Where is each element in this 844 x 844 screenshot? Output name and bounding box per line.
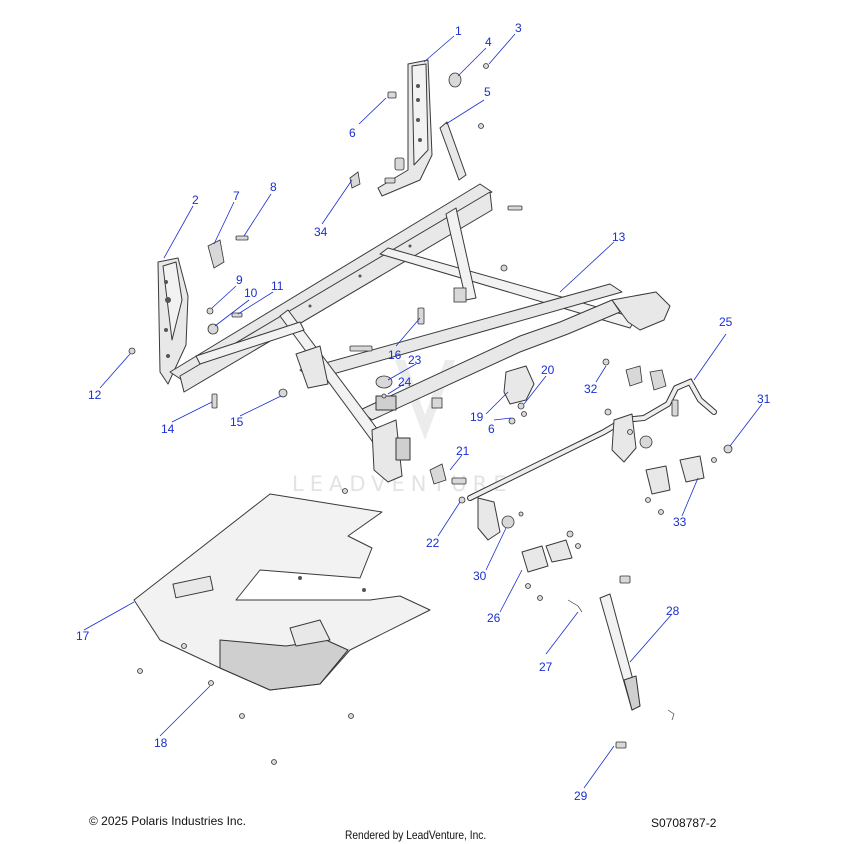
callout-1[interactable]: 1 bbox=[455, 24, 462, 38]
copyright-notice: © 2025 Polaris Industries Inc. bbox=[89, 814, 246, 828]
part-stabilizer-bar-25 bbox=[467, 378, 717, 541]
callout-2[interactable]: 2 bbox=[192, 193, 199, 207]
callout-17[interactable]: 17 bbox=[76, 629, 90, 643]
callout-11[interactable]: 11 bbox=[271, 279, 284, 293]
callout-19[interactable]: 19 bbox=[470, 410, 484, 424]
part-gas-strut-28 bbox=[599, 575, 675, 721]
part-end-link-21-22 bbox=[429, 463, 467, 504]
callout-27[interactable]: 27 bbox=[539, 660, 553, 674]
callout-22[interactable]: 22 bbox=[426, 536, 440, 550]
callout-28[interactable]: 28 bbox=[666, 604, 680, 618]
part-mounts-16-23-24 bbox=[349, 205, 523, 399]
callout-15[interactable]: 15 bbox=[230, 415, 244, 429]
part-mount-block-19 bbox=[503, 365, 535, 425]
part-clip-31 bbox=[723, 444, 733, 454]
part-small-hardware-left bbox=[206, 235, 249, 335]
part-brackets-33 bbox=[645, 455, 717, 515]
part-skid-plate-17 bbox=[133, 493, 431, 691]
callout-4[interactable]: 4 bbox=[485, 35, 492, 49]
callout-20[interactable]: 20 bbox=[541, 363, 555, 377]
part-nut-3 bbox=[483, 63, 489, 69]
part-bolt-29 bbox=[615, 741, 627, 749]
callout-33[interactable]: 33 bbox=[673, 515, 687, 529]
callout-24[interactable]: 24 bbox=[398, 375, 412, 389]
callout-34[interactable]: 34 bbox=[314, 225, 328, 239]
part-pin-27 bbox=[567, 599, 583, 613]
callout-21[interactable]: 21 bbox=[456, 444, 470, 458]
callout-3[interactable]: 3 bbox=[515, 21, 522, 35]
callout-25[interactable]: 25 bbox=[719, 315, 733, 329]
callout-8[interactable]: 8 bbox=[270, 180, 277, 194]
part-link-rod-5 bbox=[439, 121, 484, 181]
callout-12[interactable]: 12 bbox=[88, 388, 102, 402]
callout-29[interactable]: 29 bbox=[574, 789, 588, 803]
part-main-frame-13 bbox=[169, 183, 671, 483]
callout-9[interactable]: 9 bbox=[236, 273, 243, 287]
callout-7[interactable]: 7 bbox=[233, 189, 240, 203]
part-upright-bracket-left bbox=[157, 257, 189, 385]
callout-26[interactable]: 26 bbox=[487, 611, 501, 625]
callouts: 1 3 4 5 6 34 2 7 8 9 10 11 12 13 14 15 1… bbox=[76, 21, 771, 803]
diagram-id: S0708787-2 bbox=[651, 816, 717, 830]
callout-13[interactable]: 13 bbox=[612, 230, 626, 244]
part-nut-15 bbox=[278, 388, 288, 398]
callout-23[interactable]: 23 bbox=[408, 353, 422, 367]
part-brackets-26 bbox=[521, 530, 581, 601]
part-clip-34 bbox=[349, 171, 396, 189]
part-clamps-32 bbox=[602, 358, 667, 391]
part-bolt-14 bbox=[211, 393, 218, 409]
leader-lines bbox=[83, 33, 763, 789]
callout-10[interactable]: 10 bbox=[244, 286, 258, 300]
callout-6[interactable]: 6 bbox=[349, 126, 356, 140]
callout-16[interactable]: 16 bbox=[388, 348, 402, 362]
callout-14[interactable]: 14 bbox=[161, 422, 175, 436]
rendered-by-notice: Rendered by LeadVenture, Inc. bbox=[345, 828, 487, 842]
part-fasteners-18 bbox=[137, 488, 354, 765]
callout-5[interactable]: 5 bbox=[484, 85, 491, 99]
callout-32[interactable]: 32 bbox=[584, 382, 598, 396]
callout-18[interactable]: 18 bbox=[154, 736, 168, 750]
part-nut-12 bbox=[128, 347, 136, 355]
part-upright-bracket-right bbox=[377, 59, 433, 197]
callout-31[interactable]: 31 bbox=[757, 392, 771, 406]
part-bushing-4 bbox=[448, 72, 462, 88]
callout-30[interactable]: 30 bbox=[473, 569, 487, 583]
callout-6b[interactable]: 6 bbox=[488, 422, 495, 436]
